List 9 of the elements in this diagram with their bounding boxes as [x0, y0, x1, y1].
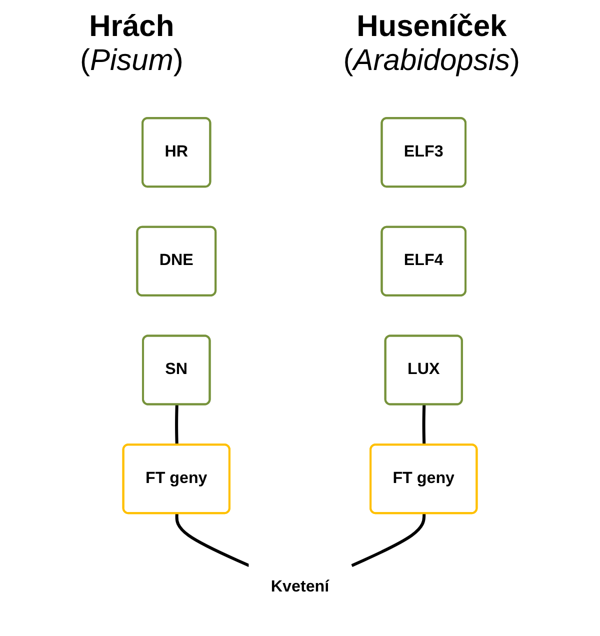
connector — [175, 514, 250, 567]
node-text: Kvetení — [270, 578, 330, 596]
connector — [422, 404, 426, 446]
scientific-name: (Arabidopsis) — [343, 44, 520, 78]
connector — [351, 514, 426, 567]
scientific-name: (Pisum) — [80, 44, 184, 78]
connector — [175, 404, 178, 446]
column-heading: Huseníček — [356, 10, 508, 44]
column-heading: Hrách — [88, 10, 176, 44]
